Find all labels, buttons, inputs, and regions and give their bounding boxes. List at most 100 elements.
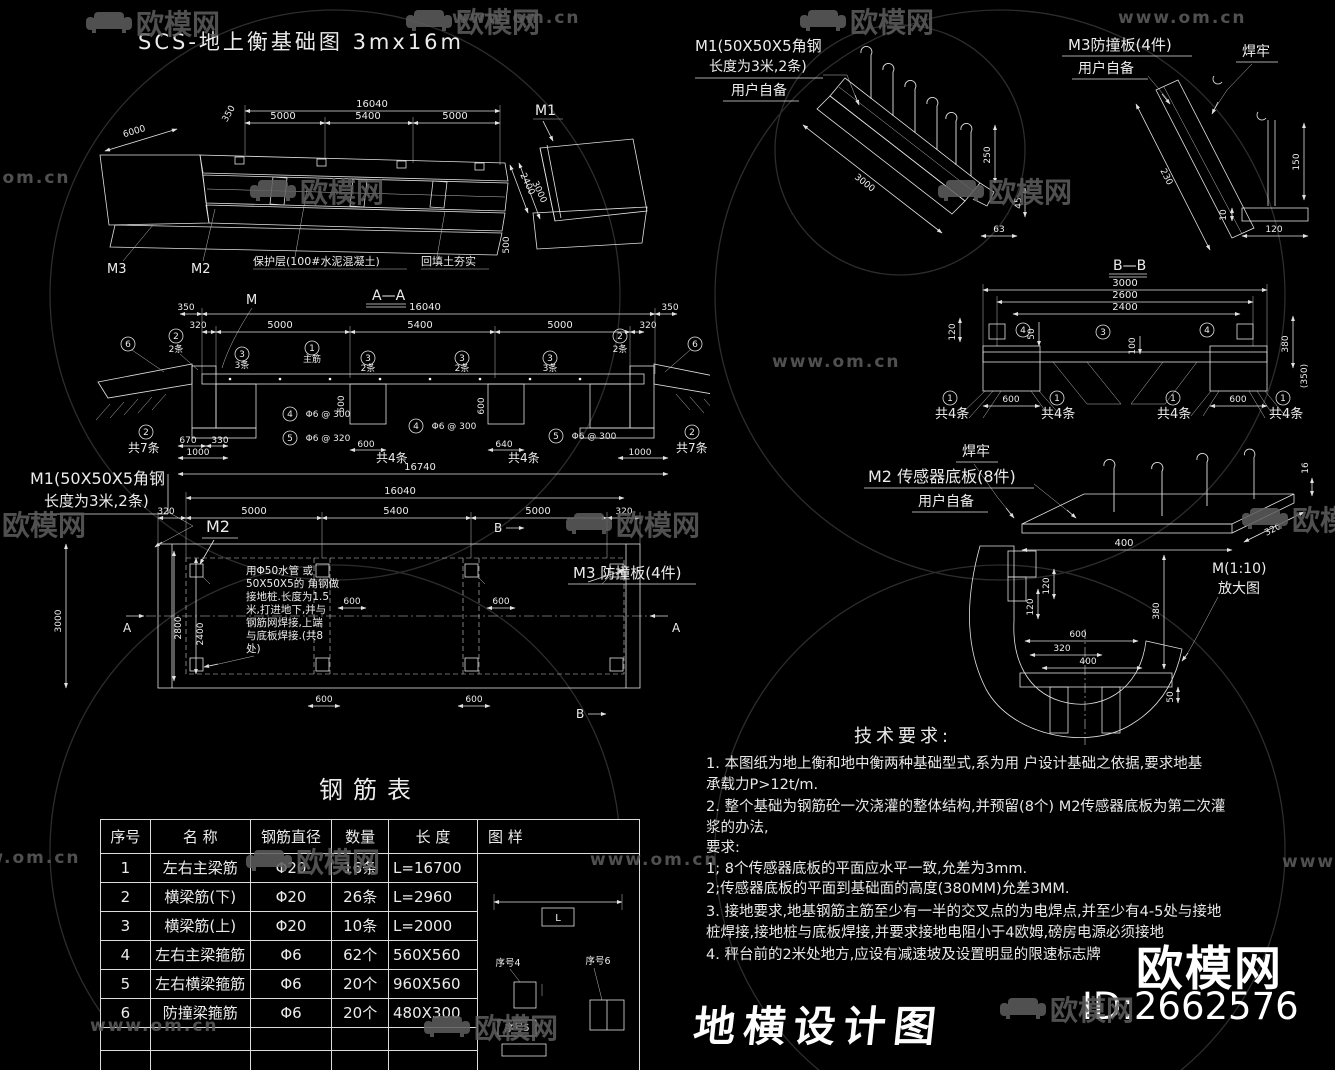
watermark-logo: 欧模网 xyxy=(250,176,384,209)
dim: 5000 xyxy=(267,320,292,331)
dim: 350 xyxy=(177,303,194,313)
aa-m-label: M xyxy=(246,293,257,308)
count-label: 共4条 xyxy=(508,451,540,465)
watermark-url: www.om.cn xyxy=(452,8,581,28)
brand-id: ID:2662576 xyxy=(1082,985,1299,1028)
tech-item: 1. 本图纸为地上衡和地中衡两种基础型式,系为用 户设计基础之依据,要求地基 承… xyxy=(706,756,1203,793)
m-detail-view: 120 120 600 320 400 380 50 M(1:10) 放大图 xyxy=(969,545,1266,745)
note-line: 米,打进地下,并与 xyxy=(246,603,326,616)
bb-dims-top: 3000 2600 2400 xyxy=(982,278,1268,352)
plan-m3-label: M3 防撞板(4件) xyxy=(573,564,682,582)
circled-number: 2 xyxy=(173,332,179,342)
empty-cell xyxy=(100,1050,151,1070)
dim: 16040 xyxy=(356,99,388,110)
dim: 120 xyxy=(1026,598,1036,615)
plan-body xyxy=(146,543,652,689)
rebar-table-block: 钢筋表 序号 名 称 钢筋直径 数量 长 度 图 样 1 左右主梁筋 Φ20 1… xyxy=(100,770,640,1070)
m2-weld: 焊牢 xyxy=(962,444,990,460)
section-marker-b: B xyxy=(494,521,502,535)
m3-plate-view: M3防撞板(4件) 用户自备 焊牢 230 150 10 120 xyxy=(1062,36,1309,251)
note-line: 处) xyxy=(246,643,261,655)
watermark-url: www.om.cn xyxy=(1282,852,1335,872)
count-label: 共4条 xyxy=(1269,406,1303,422)
bb-title: B—B xyxy=(1113,258,1146,274)
col-header: 数量 xyxy=(331,819,390,854)
cell: 左右主梁筋 xyxy=(149,853,251,883)
aa-dims-bottom: 670 330 1000 600 640 1000 16740 xyxy=(177,436,669,476)
watermark-url: www.om.cn xyxy=(1118,8,1247,28)
cell: 1 xyxy=(100,853,151,883)
persp-labels: M3 M2 保护层(100#水泥混凝土) 回填土夯实 M1 xyxy=(107,103,563,277)
circled-number: 6 xyxy=(125,340,131,350)
dim: 600 xyxy=(1069,630,1086,640)
m1-angle-steel-view: M1(50X50X5角钢 长度为3米,2条) 用户自备 3000 250 63 … xyxy=(695,37,1027,238)
dim: 50 xyxy=(1166,691,1176,703)
cell: 26条 xyxy=(331,881,390,912)
watermark-brand-text: 欧模网 xyxy=(296,846,380,879)
dim: 500 xyxy=(502,236,512,253)
aa-title: A—A xyxy=(372,288,406,304)
bb-section-view: B—B 3000 2600 2400 4 3 4 50 100 120 380 … xyxy=(935,258,1310,422)
drawing-title: 地横设计图 xyxy=(691,1002,947,1051)
sketch-l-label: L xyxy=(555,913,561,924)
watermark-brand-text: 欧模网 xyxy=(300,176,384,209)
dim: 500 xyxy=(337,395,347,412)
sketch-label: 序号4 xyxy=(495,957,520,969)
dim: 350 xyxy=(661,303,678,313)
watermark-logo: 欧模网 xyxy=(406,6,540,39)
cell: 20个 xyxy=(331,997,390,1028)
label-protect: 保护层(100#水泥混凝土) xyxy=(253,254,380,268)
dim: 63 xyxy=(993,225,1004,235)
circled-number: 5 xyxy=(287,434,293,444)
dim: 600 xyxy=(1002,395,1019,405)
label-m2: M2 xyxy=(191,262,211,277)
circled-number: 2 xyxy=(617,332,623,342)
cell: Φ6 xyxy=(249,968,333,999)
cell: 960X560 xyxy=(388,968,479,999)
dim: 600 xyxy=(357,440,374,450)
rebar-note: Φ6 @ 320 xyxy=(306,434,351,444)
bb-body xyxy=(956,323,1288,419)
note-line: 与底板焊接.(共8 xyxy=(246,629,323,642)
m2-owner: 用户自备 xyxy=(918,493,974,510)
dim: 2800 xyxy=(174,616,184,639)
circled-number: 3 xyxy=(365,354,371,364)
col-header: 图 样 xyxy=(477,819,640,854)
section-marker-b: B xyxy=(576,707,584,721)
dim: 2400 xyxy=(1112,302,1137,313)
m3-owner: 用户自备 xyxy=(1078,60,1134,77)
watermark-logo: 欧模网 xyxy=(424,1012,558,1045)
cell: 5 xyxy=(100,968,151,999)
dim: 600 xyxy=(1229,395,1246,405)
plan-note: 用Φ50水管 或 50X50X5的 角钢做 接地桩.长度为1.5 米,打进地下,… xyxy=(203,564,340,668)
cell: 62个 xyxy=(331,939,390,970)
section-marker-a: A xyxy=(123,621,132,635)
tech-requirements: 技术要求: 1. 本图纸为地上衡和地中衡两种基础型式,系为用 户设计基础之依据,… xyxy=(706,722,1335,968)
count-label: 3条 xyxy=(543,362,558,374)
dim: 3000 xyxy=(54,609,64,632)
dim: 600 xyxy=(343,597,360,607)
md-title: M(1:10) xyxy=(1212,561,1266,577)
section-marker-a: A xyxy=(672,621,681,635)
circled-number: 3 xyxy=(239,350,245,360)
cell: Φ20 xyxy=(249,910,333,941)
watermark-url: www.om.cn xyxy=(90,1016,219,1036)
dim: 120 xyxy=(948,323,958,340)
cell: 横梁筋(下) xyxy=(149,881,251,912)
watermark-brand-text: 欧模网 xyxy=(474,1012,558,1045)
dim: 3000 xyxy=(1112,278,1137,289)
tech-item: 2. 整个基础为钢筋砼一次浇灌的整体结构,并预留(8个) M2传感器底板为第二次… xyxy=(706,799,1226,898)
rebar-table-title: 钢筋表 xyxy=(319,776,421,804)
rebar-table: 序号 名 称 钢筋直径 数量 长 度 图 样 1 左右主梁筋 Φ20 16条 L… xyxy=(100,819,640,1070)
dim: 320 xyxy=(1053,644,1070,654)
watermark-url: www.om.cn xyxy=(590,850,719,870)
dim: 5000 xyxy=(270,111,295,122)
col-header: 钢筋直径 xyxy=(249,819,333,854)
dim: 320 xyxy=(639,321,656,331)
empty-cell xyxy=(249,1050,333,1070)
cell: 防撞梁箍筋 xyxy=(149,997,251,1028)
plan-view: M1(50X50X5角钢 长度为3米,2条) M2 M3 防撞板(4件) 用Φ5… xyxy=(28,469,696,721)
circled-number: 2 xyxy=(143,428,149,438)
circled-number: 4 xyxy=(1204,326,1210,336)
md-subtitle: 放大图 xyxy=(1218,581,1260,597)
